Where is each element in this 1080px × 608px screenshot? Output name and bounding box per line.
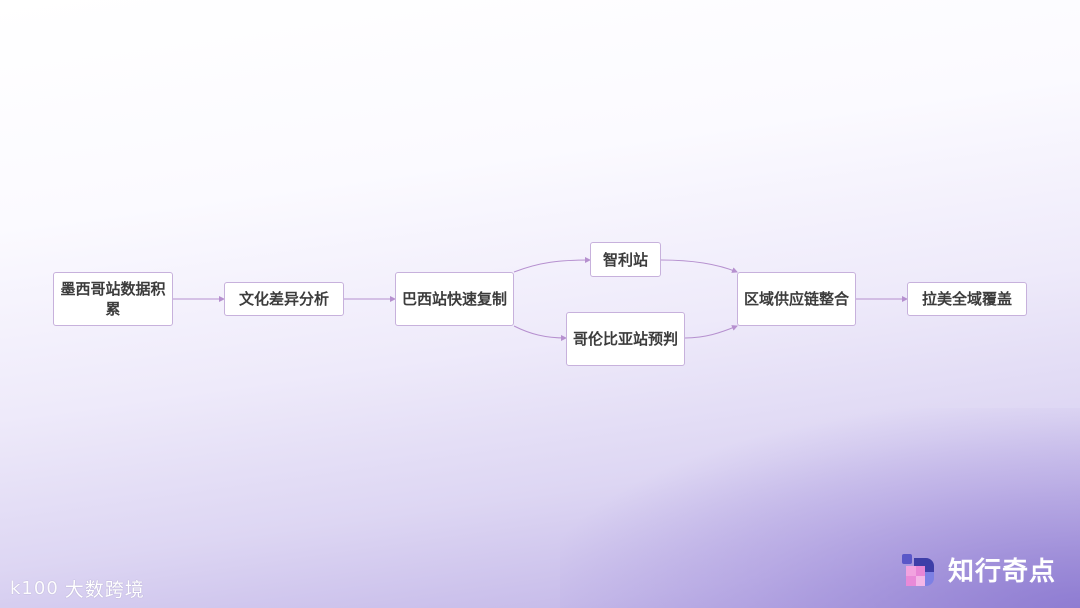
- left-brand-text: 大数跨境: [64, 579, 145, 601]
- node-culture-analysis[interactable]: 文化差异分析: [224, 282, 344, 316]
- node-label: 哥伦比亚站预判: [573, 330, 679, 348]
- edge-n3-n5: [513, 325, 567, 341]
- node-latam-coverage[interactable]: 拉美全域覆盖: [907, 282, 1027, 316]
- node-chile[interactable]: 智利站: [590, 242, 661, 277]
- right-brand-text: 知行奇点: [947, 557, 1056, 587]
- node-label: 拉美全域覆盖: [921, 290, 1012, 308]
- node-brazil-replicate[interactable]: 巴西站快速复制: [395, 272, 514, 326]
- node-colombia-forecast[interactable]: 哥伦比亚站预判: [566, 312, 685, 366]
- node-label: 文化差异分析: [238, 290, 329, 308]
- node-label: 智利站: [602, 250, 648, 269]
- k100-logo-icon: k100: [10, 578, 59, 599]
- node-supply-chain[interactable]: 区域供应链整合: [737, 272, 856, 326]
- footer-right-brand: 知行奇点: [901, 551, 1056, 588]
- node-label: 墨西哥站数据积累: [60, 280, 166, 318]
- node-mexico-data[interactable]: 墨西哥站数据积累: [53, 272, 173, 326]
- node-label: 区域供应链整合: [744, 290, 850, 308]
- node-label: 巴西站快速复制: [402, 290, 508, 308]
- edge-n3-n4: [513, 257, 591, 273]
- edge-n5-n6: [684, 325, 738, 339]
- edge-n4-n6: [660, 259, 738, 273]
- brand-mosaic-icon: [901, 553, 934, 586]
- footer-left-brand: k100 大数跨境: [10, 575, 145, 602]
